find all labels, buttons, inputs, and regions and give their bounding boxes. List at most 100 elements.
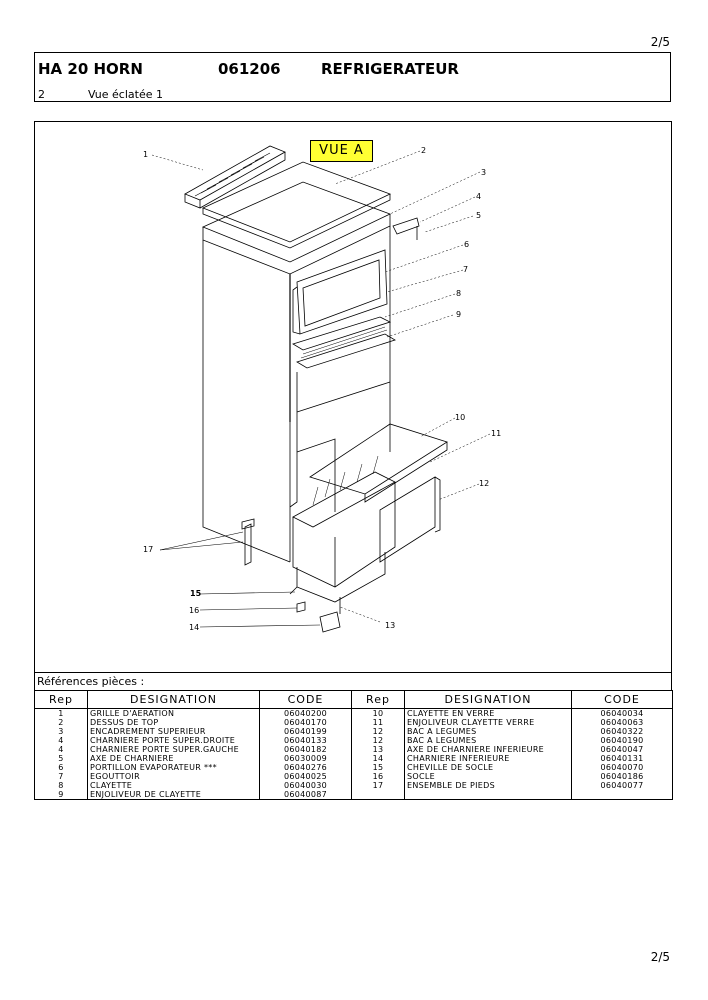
cell-rep-2: 11 [351, 718, 405, 727]
section-title: Vue éclatée 1 [88, 88, 163, 101]
page-number-bottom: 2/5 [650, 950, 670, 964]
cell-code-2: 06040034 [571, 708, 673, 718]
callout-15: 15 [190, 589, 202, 598]
view-label: VUE A [310, 140, 373, 162]
cell-rep: 9 [34, 790, 88, 800]
cell-code: 06040276 [259, 763, 352, 772]
callout-4: 4 [476, 192, 482, 201]
col-header-designation: DESIGNATION [87, 690, 260, 709]
exploded-view-drawing: VUE A 1 2 3 4 5 6 7 8 9 10 11 12 13 14 1… [34, 121, 672, 673]
cell-rep: 8 [34, 781, 88, 790]
cell-rep: 4 [34, 736, 88, 745]
cell-rep: 6 [34, 763, 88, 772]
cell-rep-2: 13 [351, 745, 405, 754]
cell-designation-2: SOCLE [404, 772, 572, 781]
cell-code-2: 06040322 [571, 727, 673, 736]
table-header-row: Rep DESIGNATION CODE Rep DESIGNATION COD… [34, 690, 673, 709]
cell-code-2: 06040186 [571, 772, 673, 781]
cell-rep-2: 12 [351, 727, 405, 736]
cell-designation: CLAYETTE [87, 781, 260, 790]
cell-rep-2 [351, 790, 405, 800]
col-header-rep-2: Rep [351, 690, 405, 709]
cell-designation-2: AXE DE CHARNIERE INFERIEURE [404, 745, 572, 754]
callout-10: 10 [455, 413, 466, 422]
product-category: REFRIGERATEUR [321, 60, 459, 78]
cell-code-2: 06040131 [571, 754, 673, 763]
cell-designation: EGOUTTOIR [87, 772, 260, 781]
cell-rep-2: 10 [351, 708, 405, 718]
callout-11: 11 [491, 429, 502, 438]
callout-12: 12 [479, 479, 490, 488]
callout-8: 8 [456, 289, 462, 298]
cell-rep-2: 16 [351, 772, 405, 781]
cell-code-2: 06040070 [571, 763, 673, 772]
cell-designation-2 [404, 790, 572, 800]
cell-designation-2: ENJOLIVEUR CLAYETTE VERRE [404, 718, 572, 727]
cell-code: 06040200 [259, 708, 352, 718]
col-header-rep: Rep [34, 690, 88, 709]
cell-rep-2: 12 [351, 736, 405, 745]
col-header-designation-2: DESIGNATION [404, 690, 572, 709]
callout-14: 14 [189, 623, 200, 632]
cell-code: 06040087 [259, 790, 352, 800]
cell-code: 06040170 [259, 718, 352, 727]
cell-designation-2: CHEVILLE DE SOCLE [404, 763, 572, 772]
callout-2: 2 [421, 146, 427, 155]
cell-code: 06040199 [259, 727, 352, 736]
cell-designation: AXE DE CHARNIERE [87, 754, 260, 763]
cell-code: 06040133 [259, 736, 352, 745]
callout-16: 16 [189, 606, 200, 615]
cell-designation-2: CLAYETTE EN VERRE [404, 708, 572, 718]
cell-code-2: 06040063 [571, 718, 673, 727]
callout-9: 9 [456, 310, 462, 319]
references-title: Références pièces : [34, 673, 672, 691]
callout-1: 1 [143, 150, 149, 159]
cell-rep-2: 17 [351, 781, 405, 790]
section-number: 2 [38, 88, 45, 101]
cell-code: 06040030 [259, 781, 352, 790]
cell-designation-2: BAC A LEGUMES [404, 736, 572, 745]
cell-designation-2: ENSEMBLE DE PIEDS [404, 781, 572, 790]
cell-rep: 2 [34, 718, 88, 727]
callout-13: 13 [385, 621, 396, 630]
model-number: 061206 [218, 60, 281, 78]
cell-code: 06030009 [259, 754, 352, 763]
cell-code: 06040182 [259, 745, 352, 754]
cell-rep: 5 [34, 754, 88, 763]
cell-rep: 3 [34, 727, 88, 736]
cell-designation: CHARNIERE PORTE SUPER.GAUCHE [87, 745, 260, 754]
cell-designation: GRILLE D'AERATION [87, 708, 260, 718]
cell-rep: 1 [34, 708, 88, 718]
page-number-top: 2/5 [650, 35, 670, 49]
cell-rep: 4 [34, 745, 88, 754]
cell-designation-2: CHARNIERE INFERIEURE [404, 754, 572, 763]
callout-7: 7 [463, 265, 469, 274]
cell-designation-2: BAC A LEGUMES [404, 727, 572, 736]
model-name: HA 20 HORN [38, 60, 143, 78]
cell-rep: 7 [34, 772, 88, 781]
callout-3: 3 [481, 168, 487, 177]
cell-designation: CHARNIERE PORTE SUPER.DROITE [87, 736, 260, 745]
cell-code-2: 06040047 [571, 745, 673, 754]
cell-designation: DESSUS DE TOP [87, 718, 260, 727]
cell-code-2: 06040190 [571, 736, 673, 745]
cell-code: 06040025 [259, 772, 352, 781]
callout-5: 5 [476, 211, 482, 220]
cell-designation: PORTILLON EVAPORATEUR *** [87, 763, 260, 772]
cell-designation: ENJOLIVEUR DE CLAYETTE [87, 790, 260, 800]
parts-table: Rep DESIGNATION CODE Rep DESIGNATION COD… [34, 690, 673, 800]
cell-rep-2: 15 [351, 763, 405, 772]
document-header: HA 20 HORN 061206 REFRIGERATEUR 2 Vue éc… [34, 52, 671, 102]
callout-17: 17 [143, 545, 154, 554]
cell-rep-2: 14 [351, 754, 405, 763]
